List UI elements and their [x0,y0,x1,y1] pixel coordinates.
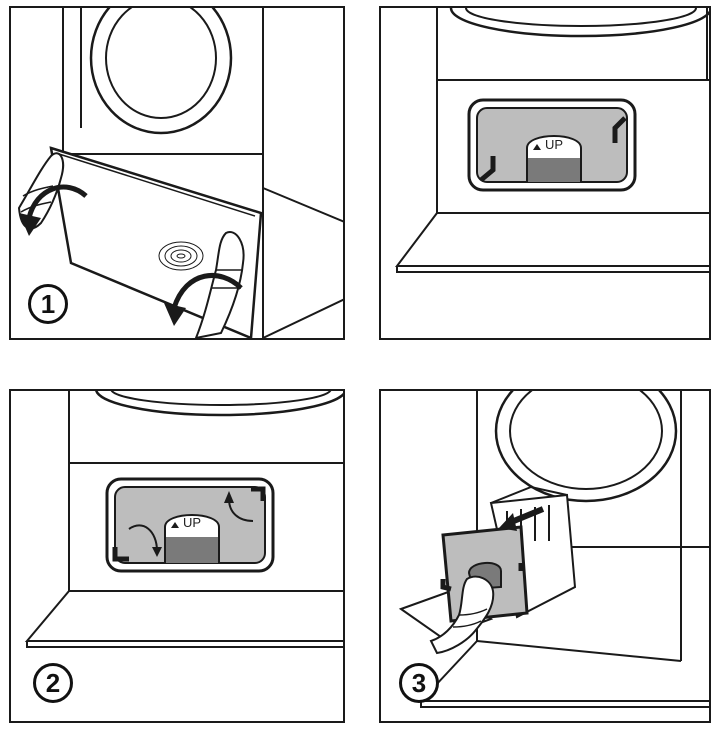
filter-pull-illustration [398,391,709,708]
panel-step3: 3 [379,389,711,723]
panel-step2: UP 2 [9,389,345,723]
up-label: UP [545,137,563,152]
step-number: 2 [33,663,73,703]
rotate-arrow-icon [171,273,243,309]
up-arrow-icon [171,522,179,528]
rotate-arrow-icon [128,524,158,552]
fingerprint-icon [158,241,204,271]
step-number: 3 [399,663,439,703]
up-arrow-icon [533,144,541,150]
step-number: 1 [28,284,68,324]
clip-rotate-illustration: UP [24,391,343,648]
kickplate-removal-illustration [17,8,343,338]
panel-step1: 1 [9,6,345,340]
filter-cover-illustration: UP [394,8,709,273]
up-label: UP [183,515,201,530]
hand-icon [194,231,245,338]
rotate-arrow-icon [26,184,88,219]
panel-cover-view: UP [379,6,711,340]
